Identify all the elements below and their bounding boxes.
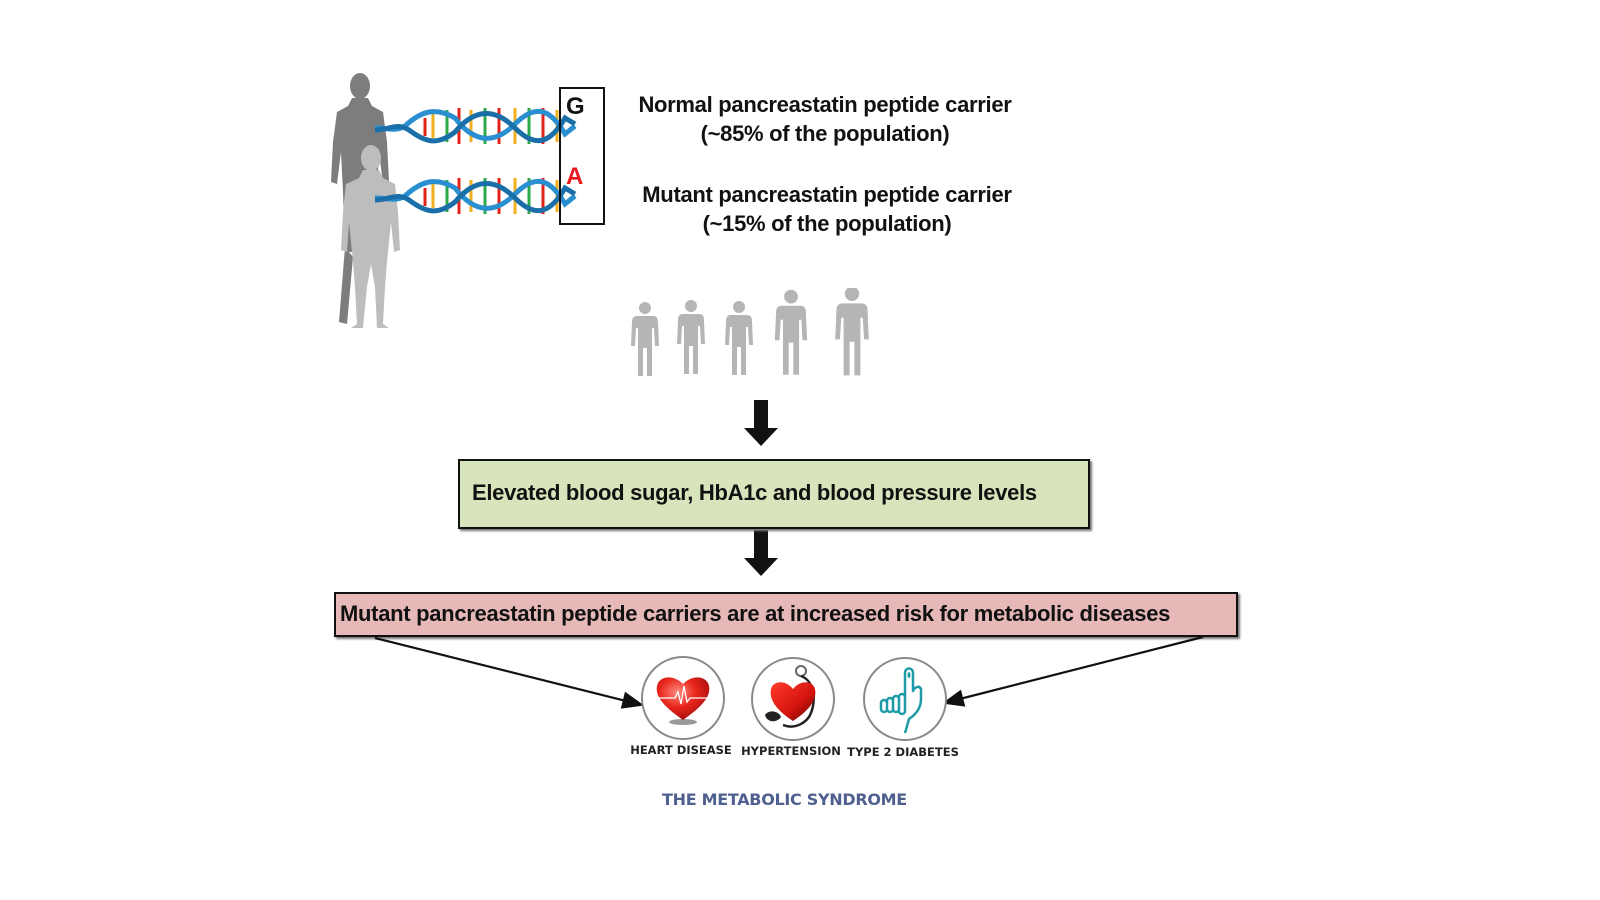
heart-disease-circle — [641, 656, 725, 740]
arrow-down-icon — [744, 530, 778, 576]
disease-label-hypertension: HYPERTENSION — [741, 744, 841, 758]
diabetes-circle — [863, 657, 947, 741]
mutant-carrier-title: Mutant pancreastatin peptide carrier — [642, 182, 1012, 207]
effect-box: Elevated blood sugar, HbA1c and blood pr… — [458, 459, 1090, 529]
effect-text: Elevated blood sugar, HbA1c and blood pr… — [472, 480, 1037, 505]
risk-text: Mutant pancreastatin peptide carriers ar… — [340, 601, 1171, 626]
connector-right — [941, 635, 1204, 707]
hypertension-circle — [751, 657, 835, 741]
disease-label-heart: HEART DISEASE — [630, 743, 732, 757]
allele-box — [559, 87, 605, 225]
normal-carrier-label: Normal pancreastatin peptide carrier (~8… — [610, 90, 1040, 148]
dna-helix-normal-icon — [375, 108, 577, 144]
metabolic-syndrome-label: THE METABOLIC SYNDROME — [662, 790, 907, 809]
mutant-carrier-share: (~15% of the population) — [702, 211, 952, 236]
connector-left — [374, 636, 645, 709]
allele-mutant: A — [566, 163, 584, 190]
mutant-carrier-label: Mutant pancreastatin peptide carrier (~1… — [612, 180, 1042, 238]
heart-ecg-icon — [656, 677, 710, 725]
finger-prick-icon — [879, 667, 923, 734]
risk-box: Mutant pancreastatin peptide carriers ar… — [334, 592, 1238, 637]
disease-label-diabetes: TYPE 2 DIABETES — [847, 745, 959, 759]
heart-blood-pressure-icon — [765, 665, 816, 728]
person-light-icon — [341, 145, 400, 328]
human-silhouettes — [331, 73, 400, 328]
normal-carrier-title: Normal pancreastatin peptide carrier — [638, 92, 1012, 117]
arrow-down-icon — [744, 400, 778, 446]
normal-carrier-share: (~85% of the population) — [700, 121, 950, 146]
allele-normal: G — [566, 93, 585, 120]
dna-helix-mutant-icon — [375, 178, 577, 214]
